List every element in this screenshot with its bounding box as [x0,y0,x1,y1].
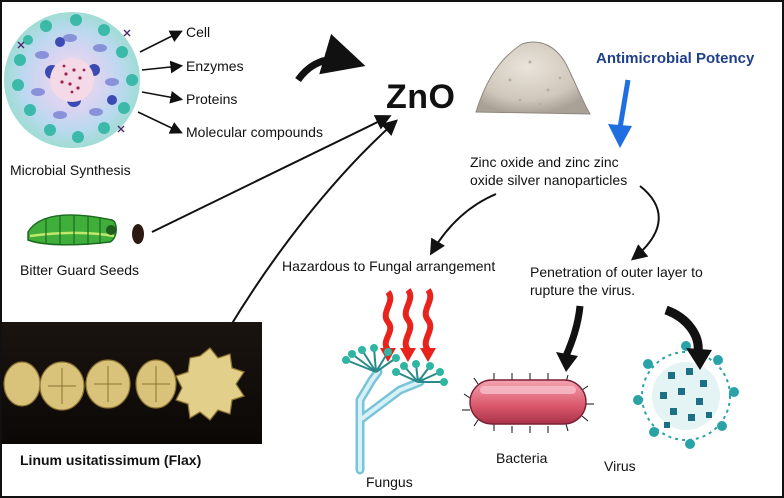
bitter-guard-seeds-caption: Bitter Guard Seeds [20,262,140,278]
curved-arrow-to-zno [295,33,366,83]
heat-wave-icon [382,288,434,352]
fungal-effect-text: Hazardous to Fungal arrangement [282,258,496,274]
synthesis-item-proteins: Proteins [186,91,238,107]
bacteria-label: Bacteria [496,450,548,466]
fungus-illustration [342,344,448,475]
arrow-to-fungal-effect [429,193,497,256]
synthesis-item-molecular-compounds: Molecular compounds [186,124,323,140]
nanoparticles-line-1: Zinc oxide and zinc zinc [470,154,619,170]
synthesis-item-cell: Cell [186,24,211,40]
flax-caption: Linum usitatissimum (Flax) [20,452,202,468]
arrow-flax-to-zno [227,119,398,331]
viral-effect-line-2: rupture the virus. [530,282,636,298]
synthesis-arrows [137,30,184,134]
blue-down-arrow [608,79,632,148]
arrow-seeds-to-zno [151,115,392,233]
bitter-guard-illustration [27,214,144,246]
nanoparticles-line-2: oxide silver nanoparticles [470,172,628,188]
arrow-to-viral-effect [630,185,660,261]
bacteria-illustration [462,373,594,433]
microbial-synthesis-caption: Microbial Synthesis [10,162,131,178]
synthesis-item-enzymes: Enzymes [186,58,244,74]
virus-illustration [633,341,739,449]
viral-effect-line-1: Penetration of outer layer to [530,264,703,280]
antimicrobial-potency-title: Antimicrobial Potency [596,50,755,67]
microbial-cell-illustration [4,12,140,148]
zno-powder-pile [475,41,591,115]
fungus-label: Fungus [366,474,413,490]
zno-label: ZnO [386,78,456,116]
flax-seeds-photo [0,322,262,444]
heavy-arrows [556,305,712,372]
virus-label: Virus [604,458,636,474]
